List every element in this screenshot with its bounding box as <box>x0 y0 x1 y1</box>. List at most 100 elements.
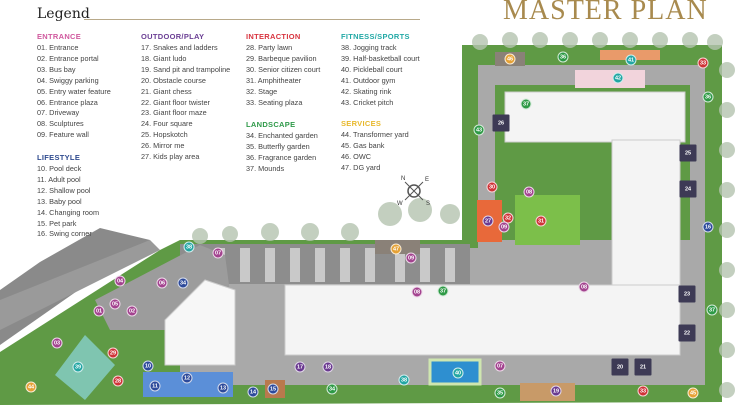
map-marker-11: 11 <box>149 380 161 392</box>
map-marker-26: 26 <box>492 114 510 132</box>
map-marker-10: 10 <box>142 360 154 372</box>
legend-item: 27. Kids play area <box>141 152 200 162</box>
legend-item: 22. Giant floor twister <box>141 97 210 107</box>
compass-south: S <box>426 201 431 207</box>
legend-item: 08. Sculptures <box>37 119 84 129</box>
map-marker-07: 07 <box>212 247 224 259</box>
legend-item: 23. Giant floor maze <box>141 108 207 118</box>
legend-item: 39. Half-basketball court <box>341 53 420 63</box>
map-marker-33: 33 <box>697 57 709 69</box>
map-marker-45: 45 <box>687 387 699 399</box>
map-marker-31: 31 <box>535 215 547 227</box>
map-marker-16: 16 <box>702 221 714 233</box>
map-marker-27: 27 <box>482 215 494 227</box>
map-marker-13: 13 <box>217 382 229 394</box>
legend-item: 33. Seating plaza <box>246 97 303 107</box>
legend-item: 47. DG yard <box>341 162 381 172</box>
map-marker-07: 07 <box>494 360 506 372</box>
map-marker-43: 43 <box>473 124 485 136</box>
map-marker-20: 20 <box>611 358 629 376</box>
map-marker-35: 35 <box>494 387 506 399</box>
map-marker-06: 06 <box>156 277 168 289</box>
map-marker-12: 12 <box>181 372 193 384</box>
map-marker-08: 08 <box>523 186 535 198</box>
legend-item: 32. Stage <box>246 86 278 96</box>
legend-item: 28. Party lawn <box>246 43 293 52</box>
legend-item: 01. Entrance <box>37 43 79 52</box>
basketball-court <box>55 335 115 400</box>
map-marker-09: 09 <box>498 221 510 233</box>
compass-west: W <box>397 201 403 207</box>
tower-block-south <box>284 284 681 356</box>
legend-item: 40. Pickleball court <box>341 64 403 74</box>
map-marker-36: 36 <box>557 51 569 63</box>
legend-item: 37. Mounds <box>246 163 285 173</box>
map-marker-02: 02 <box>126 305 138 317</box>
map-marker-38: 38 <box>398 374 410 386</box>
legend-item: 04. Swiggy parking <box>37 75 99 85</box>
legend-item: 06. Entrance plaza <box>37 97 98 107</box>
map-marker-23: 23 <box>678 285 696 303</box>
street-edge <box>0 240 160 330</box>
map-marker-04: 04 <box>114 275 126 287</box>
map-marker-15: 15 <box>267 383 279 395</box>
map-marker-08: 08 <box>578 281 590 293</box>
legend-item: 25. Hopskotch <box>141 130 188 140</box>
legend-item: 11. Adult pool <box>37 174 81 184</box>
skating-rink <box>575 70 645 88</box>
map-marker-47: 47 <box>390 243 402 255</box>
map-marker-34: 34 <box>326 383 338 395</box>
plan-title: MASTER PLAN <box>503 0 708 26</box>
legend-divider <box>84 19 420 20</box>
map-marker-36: 36 <box>702 91 714 103</box>
legend-section-title: SERVICES <box>341 119 382 128</box>
legend-section-title: LANDSCAPE <box>246 120 296 129</box>
clubhouse <box>164 279 236 366</box>
map-marker-05: 05 <box>109 298 121 310</box>
map-marker-28: 28 <box>112 375 124 387</box>
map-marker-40: 40 <box>452 367 464 379</box>
legend-item: 35. Butterfly garden <box>246 141 310 151</box>
legend-item: 26. Mirror me <box>141 141 185 151</box>
legend-item: 45. Gas bank <box>341 140 385 150</box>
legend-item: 03. Bus bay <box>37 64 76 74</box>
legend-item: 17. Snakes and ladders <box>141 43 218 52</box>
map-marker-17: 17 <box>294 361 306 373</box>
legend-item: 34. Enchanted garden <box>246 131 318 140</box>
legend-item: 31. Amphitheater <box>246 75 302 85</box>
map-marker-38: 38 <box>183 241 195 253</box>
legend-item: 41. Outdoor gym <box>341 75 396 85</box>
legend-section-title: INTERACTION <box>246 32 301 41</box>
amphitheater-lawn <box>515 195 580 245</box>
legend-item: 07. Driveway <box>37 108 80 118</box>
sand-pit <box>520 383 575 401</box>
legend-item: 02. Entrance portal <box>37 53 99 63</box>
tree-canopy <box>192 32 735 398</box>
map-marker-44: 44 <box>25 381 37 393</box>
map-marker-39: 39 <box>72 361 84 373</box>
legend-item: 18. Giant ludo <box>141 53 187 63</box>
compass-north: N <box>401 176 406 182</box>
legend-item: 09. Feature wall <box>37 130 89 140</box>
legend-item: 14. Changing room <box>37 207 100 217</box>
map-marker-33: 33 <box>637 385 649 397</box>
map-marker-41: 41 <box>625 54 637 66</box>
legend-item: 38. Jogging track <box>341 43 397 52</box>
legend-item: 29. Barbeque pavilion <box>246 53 317 63</box>
legend-title: Legend <box>37 6 90 22</box>
tower-block-north <box>504 91 686 143</box>
map-marker-37: 37 <box>437 285 449 297</box>
compass-icon <box>404 181 424 201</box>
map-marker-29: 29 <box>107 347 119 359</box>
legend-section-title: FITNESS/SPORTS <box>341 32 410 41</box>
legend-item: 16. Swing corner <box>37 229 92 239</box>
map-marker-42: 42 <box>612 72 624 84</box>
legend-item: 21. Giant chess <box>141 86 192 96</box>
legend-item: 46. OWC <box>341 151 372 161</box>
legend-item: 19. Sand pit and trampoline <box>141 64 231 74</box>
legend-item: 15. Pet park <box>37 218 77 228</box>
